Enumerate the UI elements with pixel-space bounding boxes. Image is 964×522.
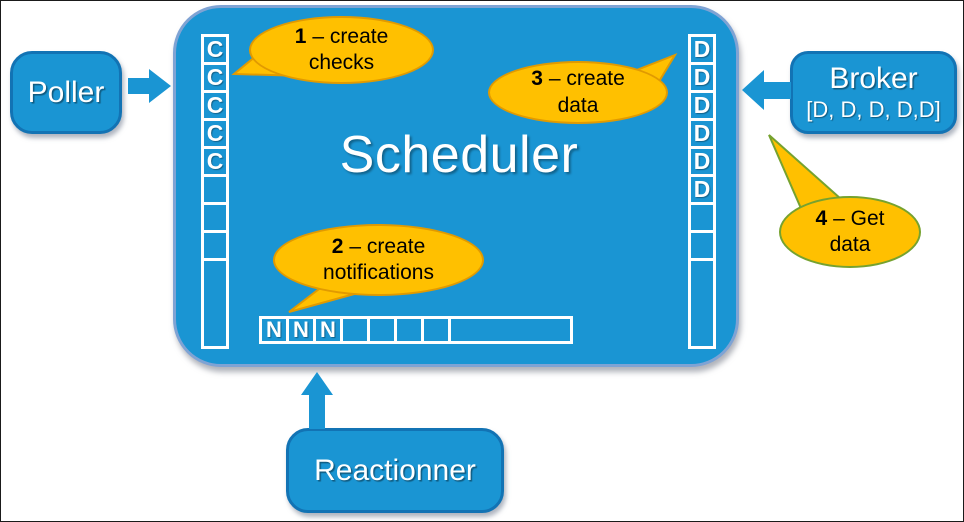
broker-label: Broker bbox=[829, 62, 918, 95]
data-queue-cell bbox=[688, 202, 716, 233]
callout-create-checks: 1– create checks bbox=[249, 16, 434, 84]
reactionner-node: Reactionner bbox=[286, 428, 504, 513]
callout-get-data: 4– Get data bbox=[779, 196, 921, 268]
data-queue: D D D D D D bbox=[688, 34, 716, 349]
scheduler-title: Scheduler bbox=[339, 126, 579, 184]
broker-sublabel: [D, D, D, D,D] bbox=[806, 97, 941, 122]
callout-text: 3– create data bbox=[531, 67, 625, 117]
broker-node: Broker [D, D, D, D,D] bbox=[790, 51, 957, 134]
checks-queue: C C C C C bbox=[201, 34, 229, 349]
check-queue-cell bbox=[201, 174, 229, 205]
data-queue-cell: D bbox=[688, 62, 716, 93]
broker-to-scheduler-arrow bbox=[742, 70, 791, 110]
callout-text: 2– create notifications bbox=[323, 234, 434, 284]
callout-text: 4– Get data bbox=[815, 206, 885, 256]
poller-label: Poller bbox=[27, 75, 105, 109]
check-queue-cell bbox=[201, 230, 229, 261]
notification-queue-cell bbox=[421, 316, 451, 344]
notification-queue-cell: N bbox=[259, 316, 289, 344]
data-queue-cell: D bbox=[688, 118, 716, 149]
reactionner-label: Reactionner bbox=[314, 453, 476, 487]
poller-to-scheduler-arrow bbox=[128, 69, 171, 103]
notification-queue-cell: N bbox=[286, 316, 316, 344]
check-queue-cell: C bbox=[201, 90, 229, 121]
data-queue-cell: D bbox=[688, 34, 716, 65]
check-queue-cell bbox=[201, 202, 229, 233]
callout-text: 1– create checks bbox=[294, 24, 389, 74]
callout-create-notifications: 2– create notifications bbox=[273, 224, 484, 296]
check-queue-cell: C bbox=[201, 118, 229, 149]
reactionner-to-scheduler-arrow bbox=[301, 372, 333, 429]
poller-node: Poller bbox=[10, 51, 122, 134]
notifications-queue: N N N bbox=[259, 316, 573, 344]
notification-queue-cell bbox=[340, 316, 370, 344]
notification-queue-cell bbox=[394, 316, 424, 344]
data-queue-cell: D bbox=[688, 90, 716, 121]
check-queue-cell bbox=[201, 258, 229, 349]
notification-queue-cell bbox=[367, 316, 397, 344]
data-queue-cell: D bbox=[688, 174, 716, 205]
data-queue-cell bbox=[688, 258, 716, 349]
notification-queue-cell: N bbox=[313, 316, 343, 344]
data-queue-cell bbox=[688, 230, 716, 261]
check-queue-cell: C bbox=[201, 62, 229, 93]
notification-queue-cell bbox=[448, 316, 573, 344]
data-queue-cell: D bbox=[688, 146, 716, 177]
check-queue-cell: C bbox=[201, 34, 229, 65]
check-queue-cell: C bbox=[201, 146, 229, 177]
callout-create-data: 3– create data bbox=[488, 61, 668, 124]
